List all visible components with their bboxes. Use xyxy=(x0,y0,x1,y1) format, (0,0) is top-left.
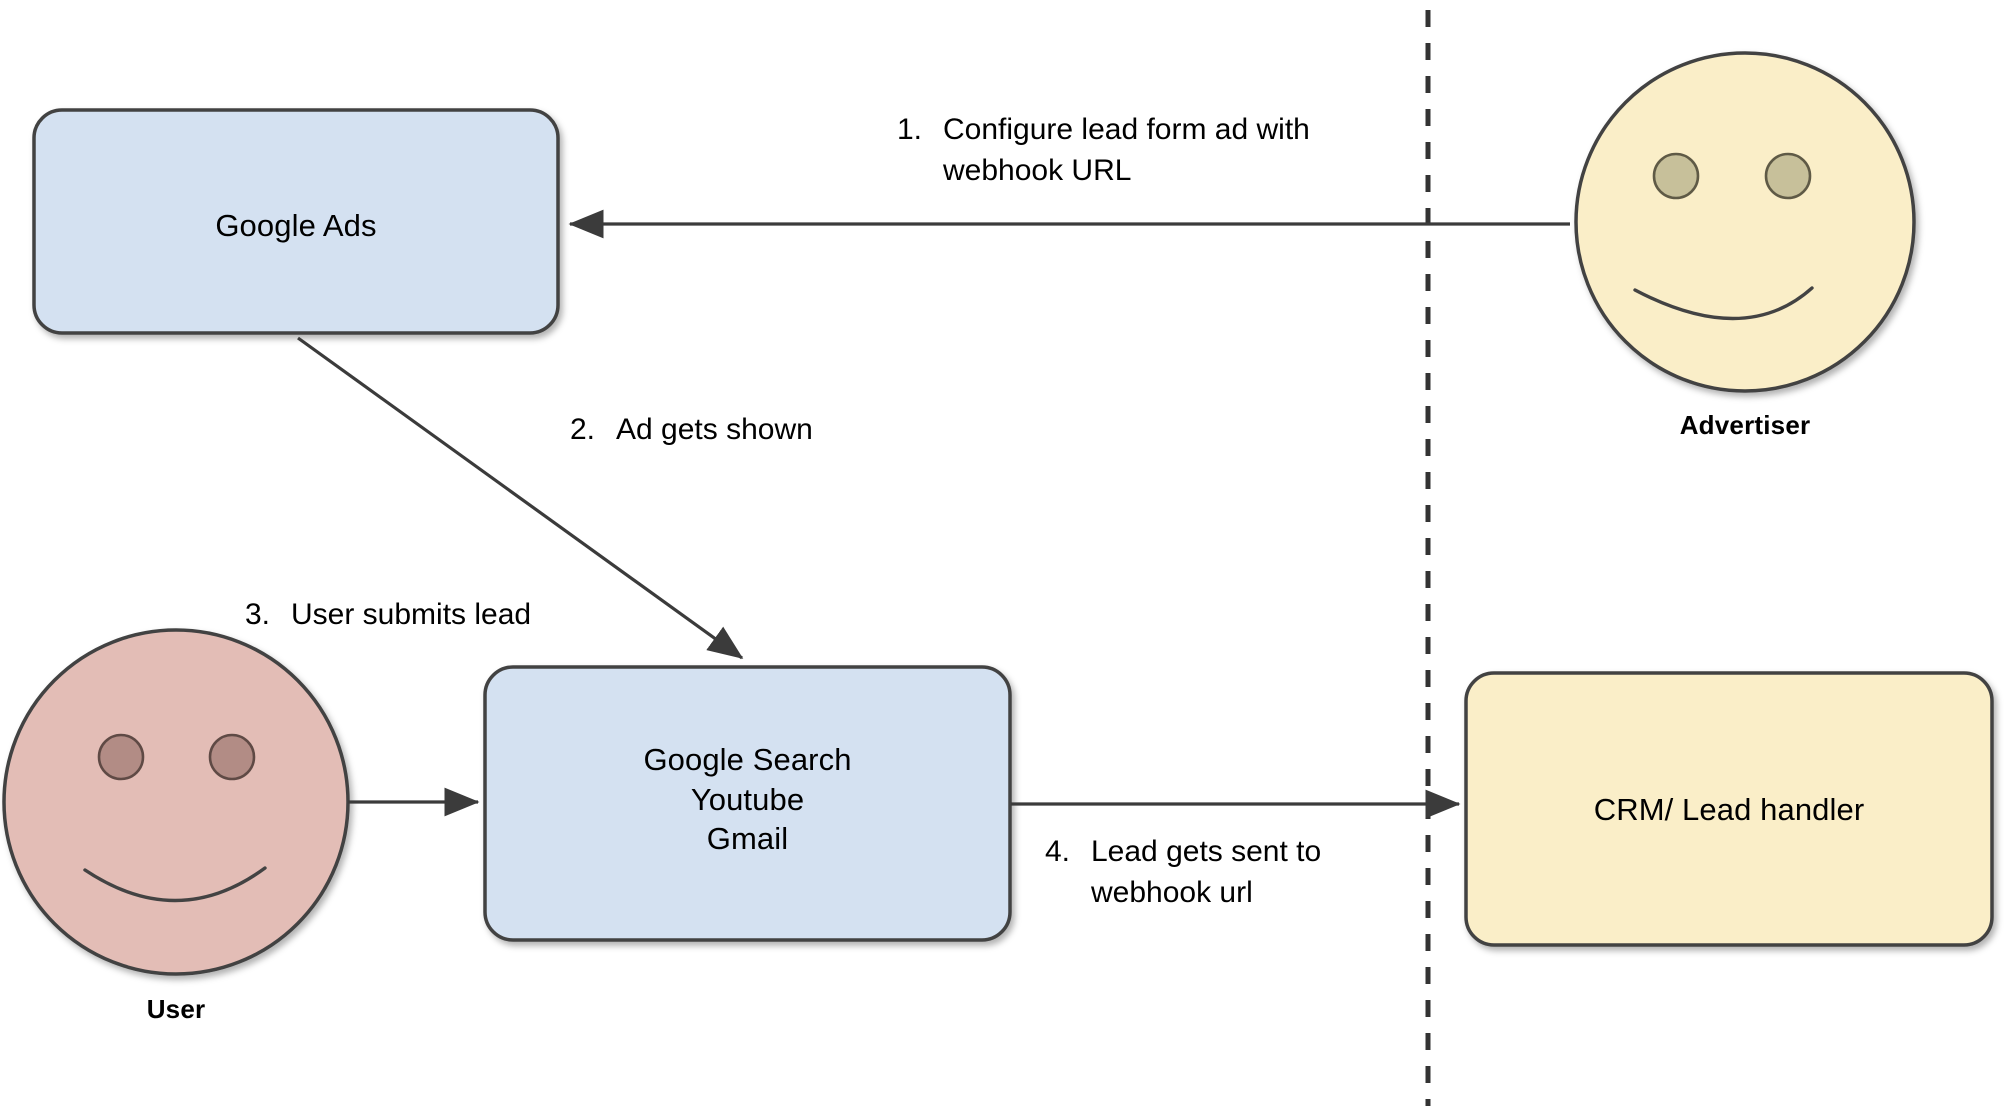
user-right-eye-icon xyxy=(208,733,256,781)
google-properties-box-shape xyxy=(483,665,1012,942)
edge-3-number: 3. xyxy=(245,598,271,631)
advertiser-smile-icon xyxy=(1633,286,1814,321)
edge-4-text: Lead gets sent to webhook url xyxy=(1091,835,1322,909)
edge-1-number: 1. xyxy=(897,113,923,146)
edge-2-arrow-google-ads-to-google-properties xyxy=(297,336,744,660)
edge-4-label: 4. Lead gets sent to webhook url xyxy=(1045,832,1321,913)
google-ads-box-shape xyxy=(32,108,560,335)
edge-2-text: Ad gets shown xyxy=(616,413,813,446)
edge-4-number: 4. xyxy=(1045,835,1071,868)
advertiser-left-eye-icon xyxy=(1652,152,1700,200)
edge-1-text: Configure lead form ad with webhook URL xyxy=(943,113,1310,187)
node-google-properties[interactable] xyxy=(483,665,1012,942)
node-crm-lead-handler[interactable] xyxy=(1464,671,1994,947)
edge-3-label: 3. User submits lead xyxy=(245,595,531,636)
user-face-circle xyxy=(2,628,350,976)
edge-2-number: 2. xyxy=(570,413,596,446)
node-google-ads[interactable] xyxy=(32,108,560,335)
edge-2-label: 2. Ad gets shown xyxy=(570,410,813,451)
user-left-eye-icon xyxy=(97,733,145,781)
crm-lead-handler-box-shape xyxy=(1464,671,1994,947)
edge-3-text: User submits lead xyxy=(291,598,532,631)
advertiser-face-circle xyxy=(1574,51,1916,393)
user-smile-icon xyxy=(83,866,267,903)
advertiser-right-eye-icon xyxy=(1764,152,1812,200)
node-user[interactable] xyxy=(2,628,350,976)
node-advertiser[interactable] xyxy=(1574,51,1916,393)
edge-1-label: 1. Configure lead form ad with webhook UR… xyxy=(897,110,1310,191)
